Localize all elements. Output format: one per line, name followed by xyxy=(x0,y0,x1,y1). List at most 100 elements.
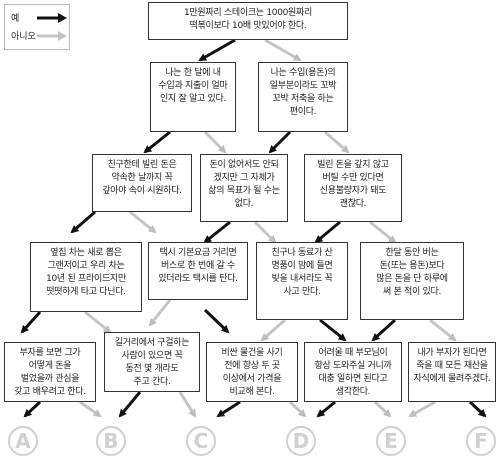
question-text-line: 버틸 수만 있다면 xyxy=(322,173,384,183)
question-text-line: 떳떳하게 타고 다닌다. xyxy=(46,287,126,297)
yes-arrow xyxy=(260,318,286,342)
yes-arrow xyxy=(216,400,241,418)
question-text-line: 겠지만 그 자체가 xyxy=(213,173,275,183)
question-text-line: 벌었을까 관심을 xyxy=(20,374,80,384)
no-arrow xyxy=(468,400,487,418)
legend-no-label: 아니오 xyxy=(11,32,36,42)
no-arrow xyxy=(324,130,350,154)
question-text-line: 어떻게 돈을 xyxy=(28,361,72,371)
no-arrow xyxy=(203,308,230,334)
question-text-line: 삶의 목표가 될 수는 xyxy=(208,186,280,196)
question-text-line: 꼬박 저축을 하는 xyxy=(272,94,334,104)
legend-no: 아니오 xyxy=(11,29,67,42)
black-arrow-icon xyxy=(37,12,67,23)
question-text-line: 이상에서 가격을 xyxy=(222,374,282,384)
question-text-line: 내가 부자가 된다면 xyxy=(417,348,487,358)
question-text-line: 빌린 돈을 갚지 않고 xyxy=(317,160,389,170)
legend: 예 아니오 xyxy=(4,4,70,50)
no-arrow xyxy=(319,318,347,342)
question-text-line: 택시 기본요금 거리면 xyxy=(159,248,237,258)
question-text-line: 명품이 맘에 들면 xyxy=(271,261,333,271)
question-text-line: 사고 만다. xyxy=(283,287,321,297)
question-text-line: 나는 한 달에 내 xyxy=(165,68,221,78)
question-text-line: 갖고 배우려고 한다. xyxy=(14,387,86,397)
question-text-line: 친구나 동료가 산 xyxy=(271,248,333,258)
yes-arrow xyxy=(371,318,397,342)
result-c: C xyxy=(186,426,216,456)
question-text-line: 써 본 적이 있다. xyxy=(382,287,442,297)
question-text-line: 길거리에서 구걸하는 xyxy=(114,338,190,348)
question-text-line: 괜찮다. xyxy=(339,199,367,209)
question-text-line: 약속한 날까지 꼭 xyxy=(111,173,173,183)
question-text-line: 빚을 내서라도 꼭 xyxy=(271,274,333,284)
no-arrow xyxy=(79,400,102,418)
question-text-line: 없다. xyxy=(234,199,254,209)
yes-arrow xyxy=(314,220,341,244)
no-arrow xyxy=(253,220,277,244)
question-text-line: 어려울 때 부모님이 xyxy=(318,348,388,358)
question-text-line: 전에 항상 두 곳 xyxy=(224,361,280,371)
question-text-line: 10년 된 프라이드지만 xyxy=(46,274,126,284)
question-text-line: 떡볶이보다 10배 맛있어야 한다. xyxy=(189,21,307,31)
question-text-line: 자식에게 물려주겠다. xyxy=(413,374,491,384)
question-text-line: 버스로 한 번에 갈 수 xyxy=(160,261,236,271)
yes-arrow xyxy=(268,130,292,154)
question-text-line: 주고 간다. xyxy=(133,377,171,387)
result-f: F xyxy=(466,426,496,456)
yes-arrow xyxy=(23,400,42,418)
yes-arrow xyxy=(148,299,172,327)
yes-arrow xyxy=(198,38,236,62)
result-d: D xyxy=(286,426,316,456)
gray-arrow-icon xyxy=(37,30,67,41)
result-a: A xyxy=(8,426,38,456)
yes-arrow xyxy=(70,210,96,234)
no-arrow xyxy=(369,220,397,244)
legend-yes-label: 예 xyxy=(11,14,20,24)
no-arrow xyxy=(178,391,197,418)
yes-arrow xyxy=(143,130,171,154)
yes-arrow xyxy=(20,310,42,334)
question-text-line: 옆집 차는 새로 뽑은 xyxy=(50,248,122,258)
question-text-line: 1만원짜리 스테이크는 1000원짜리 xyxy=(183,8,312,18)
yes-arrow xyxy=(316,400,336,418)
question-text-line: 항상 도와주실 거니까 xyxy=(314,361,392,371)
question-text-line: 인지 잘 알고 있다. xyxy=(159,94,227,104)
yes-arrow xyxy=(118,391,142,418)
question-text-line: 한달 동안 버는 xyxy=(385,248,439,258)
legend-yes: 예 xyxy=(11,11,67,24)
no-arrow xyxy=(203,130,227,154)
question-text-line: 대충 일하면 된다고 xyxy=(318,374,388,384)
question-text-line: 비싼 물건을 사기 xyxy=(221,348,283,358)
question-text-line: 부자를 보면 그가 xyxy=(19,348,81,358)
question-text-line: 나는 수입(용돈)의 xyxy=(270,68,336,78)
no-arrow xyxy=(129,210,157,234)
question-text-line: 동전 몇 개라도 xyxy=(125,364,179,374)
question-text-line: 편이다. xyxy=(289,107,317,117)
no-arrow xyxy=(429,318,457,342)
question-text-line: 신용불량자가 돼도 xyxy=(319,186,387,196)
no-arrow xyxy=(84,310,112,334)
question-text-line: 있더라도 택시를 탄다. xyxy=(158,274,238,284)
question-text-line: 비교해 본다. xyxy=(229,387,275,397)
question-text-line: 죽을 때 모든 재산을 xyxy=(416,361,488,371)
question-text-line: 사람이 있으면 꼭 xyxy=(121,351,183,361)
yes-arrow xyxy=(203,220,231,244)
question-text-line: 많은 돈을 단 하루에 xyxy=(376,274,448,284)
result-b: B xyxy=(96,426,126,456)
question-text-line: 일부분이라도 꼬박 xyxy=(269,81,337,91)
question-text-line: 돈이 없어서도 안되 xyxy=(209,160,279,170)
